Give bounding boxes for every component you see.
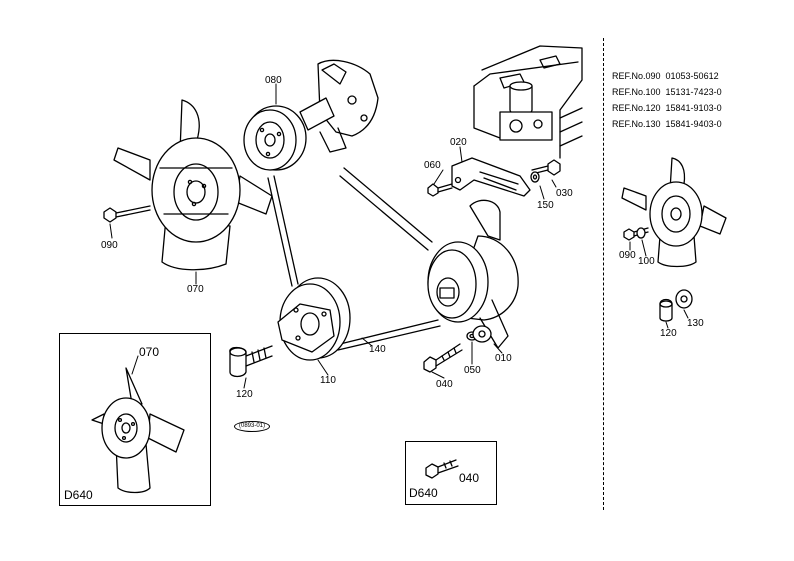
reference-leader-lines [629, 239, 689, 329]
callout-080[interactable]: 080 [265, 75, 282, 86]
bolt-inset-box [405, 441, 497, 505]
bolt-090 [103, 205, 151, 223]
spacer-010 [472, 325, 492, 343]
inset-bolt-model-label: D640 [409, 486, 438, 500]
callout-150[interactable]: 150 [537, 200, 554, 211]
reference-washer-130 [675, 289, 693, 309]
cooling-fan [113, 99, 273, 271]
water-pump [299, 59, 379, 153]
reference-callout-130[interactable]: 130 [687, 318, 704, 329]
reference-number: 01053-50612 [665, 71, 719, 81]
callout-070[interactable]: 070 [187, 284, 204, 295]
inset-fan-model-label: D640 [64, 488, 93, 502]
reference-row: REF.No.120 15841-9103-0 [612, 103, 722, 113]
callout-020[interactable]: 020 [450, 137, 467, 148]
callout-010[interactable]: 010 [495, 353, 512, 364]
reference-number: 15131-7423-0 [665, 87, 722, 97]
leader-lines [109, 83, 557, 389]
reference-label: REF.No.130 [612, 119, 661, 129]
callout-040[interactable]: 040 [436, 379, 453, 390]
bolt-inset-drawing [425, 459, 459, 479]
engine-block [473, 45, 583, 159]
reference-fan-drawing [621, 157, 727, 268]
fan-inset-drawing [91, 355, 185, 494]
inset-bolt-part-label[interactable]: 040 [459, 471, 480, 485]
reference-callout-120[interactable]: 120 [660, 328, 677, 339]
callout-090[interactable]: 090 [101, 240, 118, 251]
reference-label: REF.No.120 [612, 103, 661, 113]
bolt-040 [423, 343, 463, 373]
reference-bolt-120 [659, 298, 673, 322]
washer-150 [530, 171, 540, 183]
callout-120[interactable]: 120 [236, 389, 253, 400]
reference-label: REF.No.100 [612, 87, 661, 97]
callout-060[interactable]: 060 [424, 160, 441, 171]
fan-inset-box [59, 333, 211, 506]
reference-number: 15841-9403-0 [665, 119, 722, 129]
fan-pulley [243, 105, 307, 171]
reference-label: REF.No.090 [612, 71, 661, 81]
crankshaft-pulley [277, 277, 351, 361]
reference-callout-090[interactable]: 090 [619, 250, 636, 261]
fan-belt [267, 167, 441, 351]
callout-030[interactable]: 030 [556, 188, 573, 199]
reference-row: REF.No.090 01053-50612 [612, 71, 719, 81]
reference-number: 15841-9103-0 [665, 103, 722, 113]
inset-fan-part-label[interactable]: 070 [139, 345, 160, 359]
alternator [427, 199, 519, 349]
drawing-stamp: (0893-01) [234, 421, 271, 432]
callout-140[interactable]: 140 [369, 344, 386, 355]
pulley-bolt-120 [229, 345, 273, 378]
alternator-bracket [451, 157, 531, 197]
section-divider [603, 38, 604, 510]
reference-row: REF.No.100 15131-7423-0 [612, 87, 722, 97]
bolt-060 [427, 183, 453, 197]
callout-050[interactable]: 050 [464, 365, 481, 376]
reference-washer-100 [636, 227, 646, 239]
callout-110[interactable]: 110 [320, 375, 336, 386]
bolt-030 [531, 159, 561, 176]
reference-callout-100[interactable]: 100 [638, 256, 655, 267]
reference-row: REF.No.130 15841-9403-0 [612, 119, 722, 129]
